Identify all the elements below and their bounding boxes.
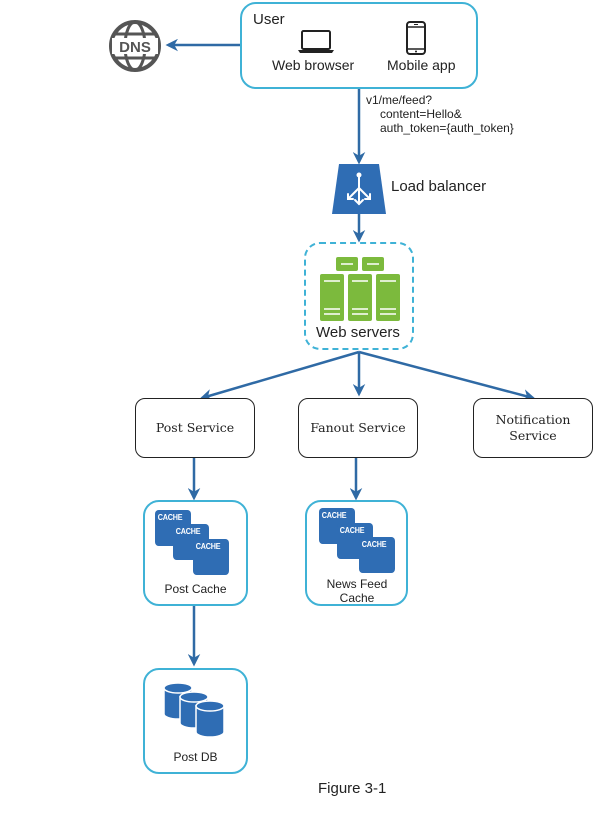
server-rack-icon xyxy=(320,257,400,321)
database-icon xyxy=(163,682,225,738)
arrow-web-to-post-service xyxy=(199,350,360,402)
news-feed-cache[interactable]: CACHE CACHE CACHE News Feed Cache xyxy=(305,500,408,606)
post-db-label: Post DB xyxy=(173,750,218,764)
cache-icon: CACHE xyxy=(359,537,395,573)
notification-service-label: Notification Service xyxy=(495,412,571,443)
web-browser-label: Web browser xyxy=(272,57,355,73)
user-box[interactable]: User Web browser Mobile app xyxy=(240,2,478,89)
web-servers-label: Web servers xyxy=(316,324,400,341)
dns-globe-icon: DNS xyxy=(109,20,161,72)
cache-icon: CACHE xyxy=(193,539,229,575)
mobile-phone-icon xyxy=(406,21,426,55)
figure-caption: Figure 3-1 xyxy=(318,780,387,797)
fanout-service[interactable]: Fanout Service xyxy=(298,398,418,458)
request-line-path: v1/me/feed? xyxy=(366,93,433,107)
mobile-app-label: Mobile app xyxy=(387,57,456,73)
post-cache-label: Post Cache xyxy=(164,582,227,596)
request-line-content: content=Hello& xyxy=(380,107,462,121)
post-cache[interactable]: CACHE CACHE CACHE Post Cache xyxy=(143,500,248,606)
post-db[interactable]: Post DB xyxy=(143,668,248,774)
arrow-web-to-notification-service xyxy=(358,350,536,402)
load-balancer-label: Load balancer xyxy=(391,178,487,195)
news-feed-cache-label: News Feed Cache xyxy=(326,577,388,605)
notification-service[interactable]: Notification Service xyxy=(473,398,593,458)
svg-text:DNS: DNS xyxy=(119,39,151,56)
fanout-service-label: Fanout Service xyxy=(310,420,406,435)
load-balancer-icon[interactable] xyxy=(332,164,386,214)
post-service[interactable]: Post Service xyxy=(135,398,255,458)
dns-node[interactable]: DNS xyxy=(108,19,162,73)
laptop-icon xyxy=(298,30,334,53)
request-line-token: auth_token={auth_token} xyxy=(380,121,514,135)
request-label: v1/me/feed? content=Hello& auth_token={a… xyxy=(366,93,514,135)
web-servers-group[interactable]: Web servers xyxy=(304,242,414,350)
user-title: User xyxy=(253,11,285,28)
post-service-label: Post Service xyxy=(155,420,235,435)
